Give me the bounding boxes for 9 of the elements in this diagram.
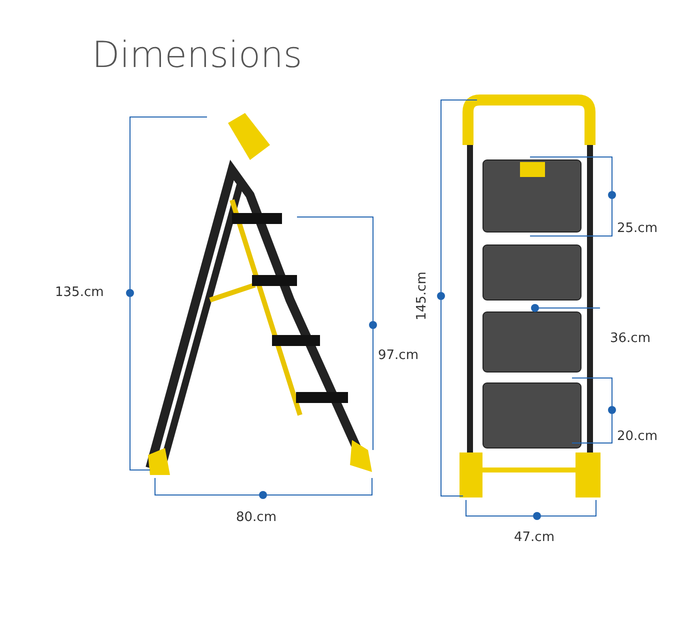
dimension-label: 80.cm	[236, 510, 276, 526]
dimension-label: 145.cm	[414, 272, 430, 320]
title: Dimensions	[92, 34, 302, 78]
dimension-label: 47.cm	[514, 530, 554, 546]
dimension-label: 135.cm	[55, 285, 104, 301]
dimension-label: 25.cm	[617, 221, 658, 237]
dimension-label: 97.cm	[378, 348, 418, 364]
dimension-label: 36.cm	[610, 331, 650, 347]
dimension-label: 20.cm	[617, 429, 658, 445]
